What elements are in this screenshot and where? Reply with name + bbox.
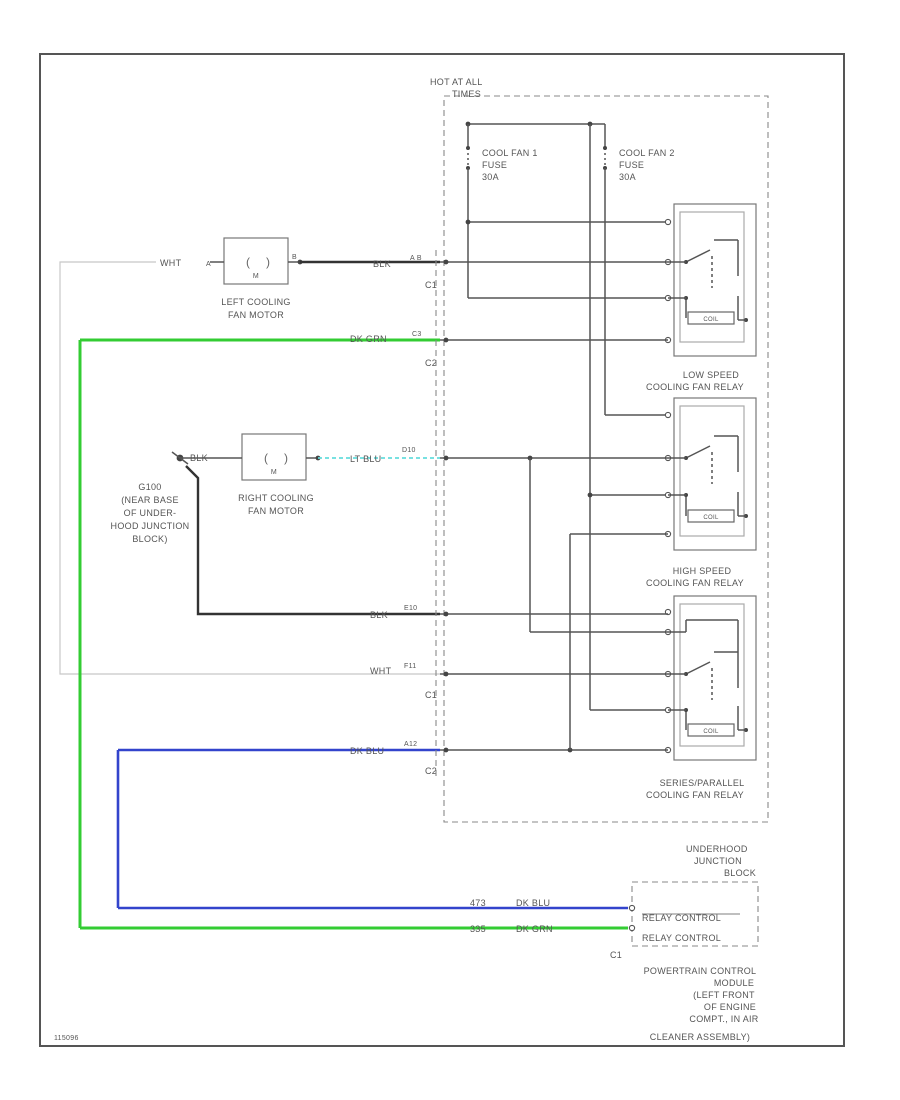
left-cooling-fan-motor-box xyxy=(223,237,289,285)
pcm-label-4: OF ENGINE xyxy=(704,1002,756,1012)
cool-fan-2-fuse-label-2: FUSE xyxy=(619,160,644,170)
left-motor-m-symbol: M xyxy=(253,273,259,280)
pcm-label-3: (LEFT FRONT xyxy=(693,990,755,1000)
connector-pin xyxy=(443,337,449,343)
series-parallel-relay-label-1: SERIES/PARALLEL xyxy=(660,778,745,788)
left-motor-wht-label: WHT xyxy=(160,258,182,268)
connector-c2-b: C2 xyxy=(425,766,437,776)
splice-dot xyxy=(587,492,593,498)
ground-g100-label-3: OF UNDER- xyxy=(124,508,177,518)
left-cooling-fan-motor-label-1: LEFT COOLING xyxy=(221,297,290,307)
underhood-junction-block-boundary xyxy=(443,95,769,823)
right-cooling-fan-motor-label-1: RIGHT COOLING xyxy=(238,493,314,503)
hot-at-all-times-label-1: HOT AT ALL xyxy=(430,77,483,87)
left-motor-pin-a: A xyxy=(206,261,211,268)
pcm-pin-335: 335 xyxy=(470,924,486,934)
relay-coil-label: COIL xyxy=(703,317,719,323)
ground-g100-label-2: (NEAR BASE xyxy=(121,495,179,505)
ground-g100-label-4: HOOD JUNCTION xyxy=(111,521,190,531)
high-speed-relay-label-1: HIGH SPEED xyxy=(673,566,732,576)
fuse-2-terminal xyxy=(603,146,607,150)
cool-fan-1-fuse-rating: 30A xyxy=(482,172,499,182)
underhood-junction-label-1: UNDERHOOD xyxy=(686,844,748,854)
connector-pin xyxy=(443,259,449,265)
ground-g100-label-1: G100 xyxy=(138,482,161,492)
right-cooling-fan-motor-label-2: FAN MOTOR xyxy=(248,506,304,516)
pcm-terminal-2 xyxy=(628,924,636,932)
white-ground-wire xyxy=(59,261,440,675)
series-parallel-relay-label-2: COOLING FAN RELAY xyxy=(646,790,744,800)
fuse-1-terminal xyxy=(466,146,470,150)
splice-dot xyxy=(465,219,471,225)
relay-coil-label: COIL xyxy=(703,515,719,521)
connector-pin xyxy=(443,747,449,753)
white-bottom-label: WHT xyxy=(370,666,392,676)
hot-at-all-times-label-2: TIMES xyxy=(452,89,481,99)
high-speed-relay-label-2: COOLING FAN RELAY xyxy=(646,578,744,588)
green-wire-pin: C3 xyxy=(412,331,422,338)
underhood-junction-label-3: BLOCK xyxy=(724,868,756,878)
pcm-pin-473: 473 xyxy=(470,898,486,908)
left-cooling-fan-motor-label-2: FAN MOTOR xyxy=(228,310,284,320)
connector-pin xyxy=(443,455,449,461)
blue-wire-label: DK BLU xyxy=(350,746,384,756)
low-speed-relay-label-1: LOW SPEED xyxy=(683,370,739,380)
cool-fan-2-fuse-rating: 30A xyxy=(619,172,636,182)
low-relay-terminal-1 xyxy=(664,218,672,226)
pcm-boundary xyxy=(631,881,759,947)
underhood-junction-label-2: JUNCTION xyxy=(694,856,742,866)
connector-c1-b: C1 xyxy=(425,690,437,700)
left-motor-bracket-l: ( xyxy=(246,255,250,269)
right-motor-lt-blu-label: LT BLU xyxy=(350,454,381,464)
pcm-label-1: POWERTRAIN CONTROL xyxy=(644,966,757,976)
left-motor-pin-ab: A B xyxy=(410,255,422,262)
connector-c2-a: C2 xyxy=(425,358,437,368)
left-motor-bracket-r: ) xyxy=(266,255,270,269)
series-parallel-relay-switch: COIL xyxy=(685,619,739,737)
white-pin-f11: F11 xyxy=(404,663,416,670)
ground-g100-label-5: BLOCK) xyxy=(132,534,167,544)
right-motor-bracket-l: ( xyxy=(264,451,268,465)
relay-coil-label: COIL xyxy=(703,729,719,735)
low-speed-relay-label-2: COOLING FAN RELAY xyxy=(646,382,744,392)
connector-pin xyxy=(443,611,449,617)
pcm-wire-dk-grn: DK GRN xyxy=(516,924,553,934)
left-motor-blk-label: BLK xyxy=(373,259,391,269)
right-motor-pin-d10: D10 xyxy=(402,447,416,454)
pcm-label-2: MODULE xyxy=(714,978,754,988)
cool-fan-1-fuse-label-2: FUSE xyxy=(482,160,507,170)
pcm-label-5: COMPT., IN AIR xyxy=(689,1014,758,1024)
connector-pin xyxy=(443,671,449,677)
right-cooling-fan-motor-box xyxy=(241,433,307,481)
ground-pin-e10: E10 xyxy=(404,605,417,612)
pcm-label-6: CLEANER ASSEMBLY) xyxy=(650,1032,750,1042)
relay-control-2: RELAY CONTROL xyxy=(642,933,721,943)
cool-fan-1-fuse-label: COOL FAN 1 xyxy=(482,148,538,158)
diagram-frame xyxy=(39,53,845,1047)
low-speed-relay-switch: COIL xyxy=(685,239,739,325)
left-motor-pin-b: B xyxy=(292,254,297,261)
right-motor-bracket-r: ) xyxy=(284,451,288,465)
connector-c1-pcm: C1 xyxy=(610,950,622,960)
pcm-terminal-1 xyxy=(628,904,636,912)
connector-c1-a: C1 xyxy=(425,280,437,290)
relay-control-1: RELAY CONTROL xyxy=(642,913,721,923)
high-relay-terminal-1 xyxy=(664,411,672,419)
ground-blk-wire xyxy=(185,465,440,616)
high-speed-relay-switch: COIL xyxy=(685,435,739,523)
figure-id: 115096 xyxy=(54,1035,79,1042)
green-wire-label: DK GRN xyxy=(350,334,387,344)
blue-wire-pin: A12 xyxy=(404,741,417,748)
cool-fan-2-fuse-label: COOL FAN 2 xyxy=(619,148,675,158)
ground-blk-label: BLK xyxy=(370,610,388,620)
right-motor-m-symbol: M xyxy=(271,469,277,476)
pcm-wire-dk-blu: DK BLU xyxy=(516,898,550,908)
